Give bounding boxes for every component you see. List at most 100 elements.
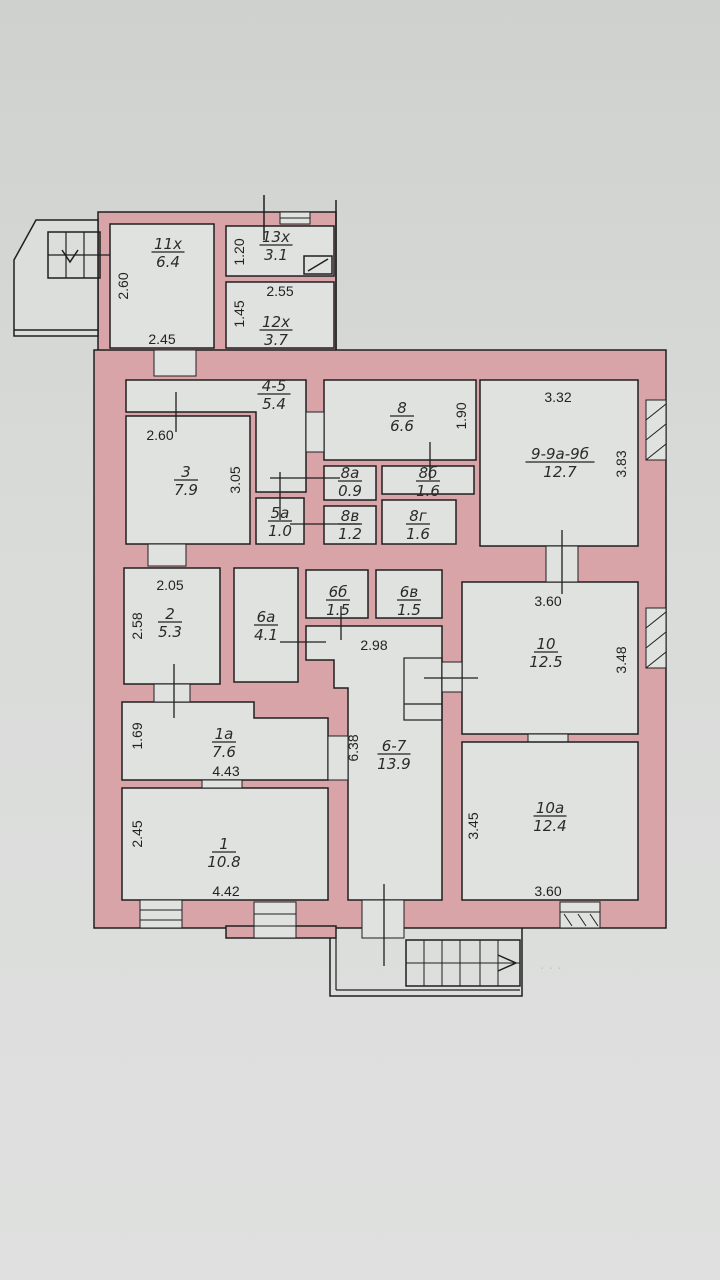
- dimension-d-12x-h: 1.45: [231, 300, 247, 327]
- room-label: 37.9: [174, 463, 198, 499]
- room-label: 5a1.0: [268, 504, 292, 540]
- dimension-d-2-w: 2.05: [156, 577, 183, 593]
- room-10a: [461, 741, 639, 901]
- room-number: 5a: [271, 504, 290, 522]
- room-label: 8г1.6: [406, 507, 430, 543]
- room-number: 6б: [329, 583, 348, 601]
- room-label: 6в1.5: [397, 583, 421, 619]
- room-area: 7.6: [212, 743, 236, 761]
- dimension-d-11x-h: 2.60: [115, 272, 131, 299]
- door-icon: [153, 349, 197, 377]
- room-1a: [121, 701, 329, 781]
- room-area: 10.8: [207, 853, 240, 871]
- room-area: 3.1: [264, 246, 288, 264]
- room-6v: [375, 569, 443, 619]
- dimension-labels: 2.602.451.202.551.452.603.051.903.323.83…: [115, 238, 629, 899]
- room-area: 5.3: [158, 623, 182, 641]
- room-number: 8в: [341, 507, 360, 525]
- room-12x: [225, 281, 335, 349]
- room-area: 1.5: [326, 601, 350, 619]
- room-6b: [305, 569, 369, 619]
- room-area: 3.7: [264, 331, 288, 349]
- room-label: 8в1.2: [338, 507, 362, 543]
- window-icon: [559, 901, 601, 929]
- room-label: 86.6: [390, 399, 414, 435]
- room-area: 6.4: [156, 253, 180, 271]
- room-number: 12x: [262, 313, 290, 331]
- room-number: 9-9a-9б: [531, 445, 589, 463]
- room-label: 8a0.9: [338, 464, 362, 500]
- dimension-d-10a-h: 3.45: [465, 812, 481, 839]
- dimension-d-10a-w: 3.60: [534, 883, 561, 899]
- room-number: 11x: [154, 235, 182, 253]
- dimension-d-1-w: 4.42: [212, 883, 239, 899]
- window-icon: [139, 899, 183, 929]
- room-area: 4.1: [254, 626, 278, 644]
- room-4-5: [125, 379, 307, 493]
- room-area: 7.9: [174, 481, 198, 499]
- room-number: 10a: [536, 799, 564, 817]
- room-number: 10: [536, 635, 555, 653]
- room-area: 1.2: [338, 525, 362, 543]
- window-icon: [645, 607, 667, 669]
- room-number: 2: [165, 605, 175, 623]
- room-label: 1a7.6: [212, 725, 236, 761]
- room-number: 8a: [341, 464, 360, 482]
- dimension-d-2-h: 2.58: [129, 612, 145, 639]
- window-icon: [253, 901, 297, 939]
- dimension-d-67-w: 2.98: [360, 637, 387, 653]
- dimension-d-10-w: 3.60: [534, 593, 561, 609]
- dimension-d-1a-h: 1.69: [129, 722, 145, 749]
- room-8a: [323, 465, 377, 501]
- dimension-d-9-h: 3.83: [613, 450, 629, 477]
- room-area: 12.4: [533, 817, 566, 835]
- dimension-d-10-h: 3.48: [613, 646, 629, 673]
- window-icon: [279, 211, 311, 225]
- dimension-d-11x-w: 2.45: [148, 331, 175, 347]
- room-number: 1a: [215, 725, 234, 743]
- room-area: 1.0: [268, 522, 292, 540]
- room-number: 6-7: [382, 737, 407, 755]
- room-label: 8б1.6: [416, 464, 440, 500]
- room-label: 6a4.1: [254, 608, 278, 644]
- room-number: 6a: [257, 608, 276, 626]
- room-area: 5.4: [262, 395, 286, 413]
- room-2: [123, 567, 221, 685]
- room-8v: [323, 505, 377, 545]
- room-8b: [381, 465, 475, 495]
- window-icon: [645, 399, 667, 461]
- room-8: [323, 379, 477, 461]
- room-label: 6б1.5: [326, 583, 350, 619]
- stairs-icon: [405, 939, 521, 987]
- room-10: [461, 581, 639, 735]
- front-porch: [329, 928, 523, 997]
- room-labels: 11x6.413x3.112x3.74-55.437.986.68a0.98б1…: [151, 228, 595, 871]
- room-number: 8: [397, 399, 407, 417]
- room-area: 13.9: [377, 755, 410, 773]
- room-area: 12.7: [543, 463, 577, 481]
- room-number: 13x: [262, 228, 290, 246]
- stairs-icon: [47, 231, 124, 279]
- room-number: 6в: [400, 583, 419, 601]
- room-13x: [225, 225, 335, 277]
- room-9: [479, 379, 639, 547]
- room-label: 6-713.9: [377, 737, 410, 773]
- room-label: 25.3: [158, 605, 182, 641]
- room-area: 6.6: [390, 417, 414, 435]
- room-area: 12.5: [529, 653, 562, 671]
- room-number: 8б: [419, 464, 438, 482]
- room-8g: [381, 499, 457, 545]
- dimension-d-3-w: 2.60: [146, 427, 173, 443]
- room-area: 0.9: [338, 482, 362, 500]
- room-area: 1.6: [406, 525, 430, 543]
- dimension-d-67-h: 6.38: [345, 734, 361, 761]
- room-number: 3: [181, 463, 191, 481]
